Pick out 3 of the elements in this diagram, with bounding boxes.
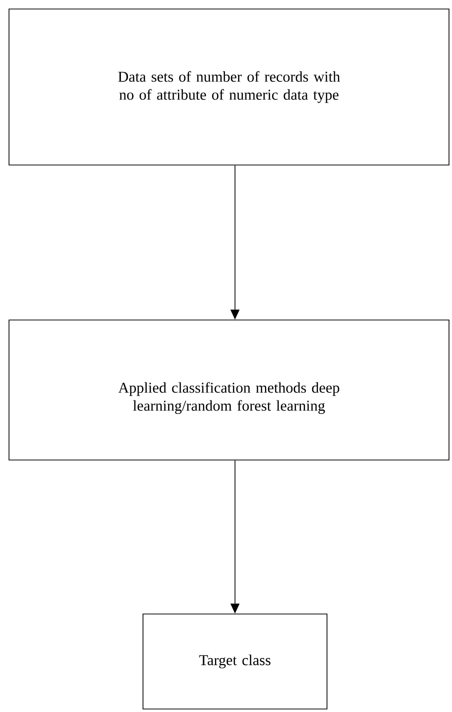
process-box: Data sets of number of records with no of attribute of numeric data type — [8, 8, 450, 166]
process-box: Target class — [142, 614, 328, 710]
process-box: Applied classification methods deep learning/random forest learning — [8, 320, 450, 460]
